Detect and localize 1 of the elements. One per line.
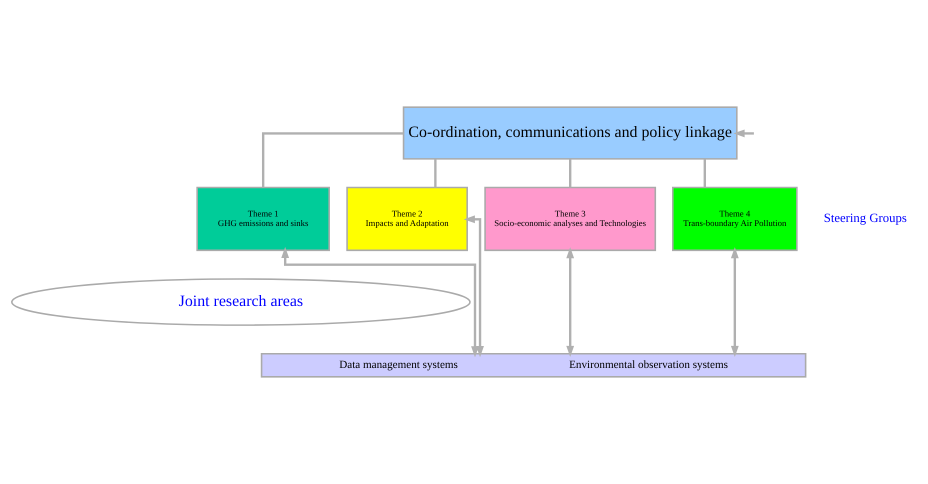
label: Steering Groups	[824, 210, 907, 225]
